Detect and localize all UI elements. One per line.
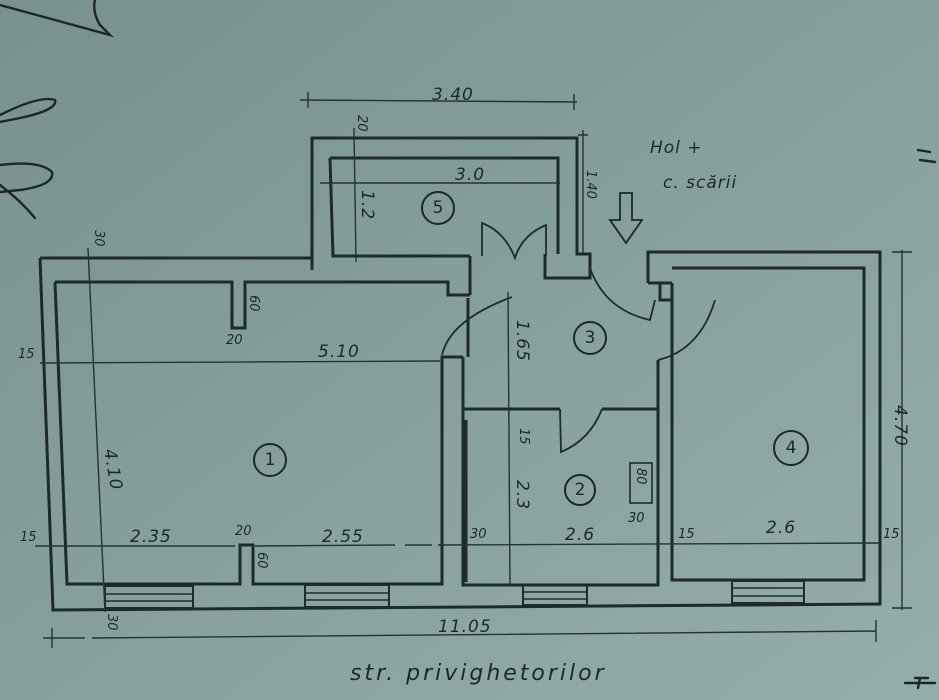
exterior-walls bbox=[38, 136, 882, 612]
room-5-label: 5 bbox=[421, 191, 455, 225]
dim-room5-depth: 1.2 bbox=[357, 190, 377, 220]
doors bbox=[441, 221, 716, 454]
svg-text:1: 1 bbox=[265, 450, 276, 470]
hall-note-line1: Hol + bbox=[650, 138, 703, 158]
dim-left-wall-mid: 15 bbox=[18, 347, 35, 362]
dimension-lines bbox=[35, 92, 912, 648]
door-room1 bbox=[441, 296, 513, 356]
room-4-label: 4 bbox=[773, 430, 809, 466]
dim-seg-right: 2.55 bbox=[322, 527, 364, 547]
dim-left-wall-top: 30 bbox=[91, 230, 106, 247]
room-2-label: 2 bbox=[564, 474, 596, 506]
dim-wall-15-right: 15 bbox=[883, 527, 900, 542]
dim-room5-side: 1.40 bbox=[583, 170, 598, 199]
dim-room5-wall: 20 bbox=[354, 115, 369, 132]
dim-room2-width: 2.6 bbox=[565, 525, 595, 545]
window-room2 bbox=[522, 584, 588, 606]
dim-bottom-wall: 30 bbox=[104, 614, 119, 631]
fixture-room2 bbox=[629, 462, 653, 504]
dim-wall-15-mid: 15 bbox=[678, 527, 695, 542]
dim-room2-fixture-w: 30 bbox=[628, 511, 645, 526]
dim-hall-length: 1.65 bbox=[512, 320, 532, 362]
svg-text:4: 4 bbox=[786, 438, 797, 458]
svg-text:2: 2 bbox=[575, 480, 586, 500]
dim-room4-depth: 4.70 bbox=[890, 405, 910, 447]
dim-room1-width: 5.10 bbox=[318, 342, 360, 362]
hall-note-line2: c. scării bbox=[663, 173, 737, 193]
svg-text:3: 3 bbox=[585, 328, 596, 348]
door-room4 bbox=[657, 299, 716, 361]
dim-seg-partition: 20 bbox=[235, 524, 252, 539]
window-room4 bbox=[731, 580, 805, 604]
door-room5 bbox=[481, 221, 547, 261]
street-label: str. privighetorilor bbox=[350, 661, 607, 686]
dim-seg-left: 2.35 bbox=[130, 527, 172, 547]
dim-room4-width: 2.6 bbox=[766, 518, 796, 538]
room-3-label: 3 bbox=[573, 321, 607, 355]
svg-text:5: 5 bbox=[433, 198, 444, 218]
dim-seg-partition-len: 60 bbox=[254, 552, 269, 569]
dim-overall-width: 11.05 bbox=[438, 617, 492, 637]
dim-partition-len: 60 bbox=[246, 295, 261, 312]
dim-room2-fixture: 80 bbox=[633, 468, 648, 485]
door-room2 bbox=[559, 408, 603, 454]
door-entrance bbox=[589, 267, 656, 322]
dimension-labels: 3.40 3.0 1.2 1.40 20 30 60 20 15 5.10 4.… bbox=[18, 85, 910, 637]
window-room1-right bbox=[304, 584, 390, 608]
dim-left-wall-bottom: 15 bbox=[20, 530, 37, 545]
dim-wall-30-mid: 30 bbox=[470, 527, 487, 542]
dim-room5-width: 3.0 bbox=[455, 165, 485, 185]
dim-partition-thick: 20 bbox=[226, 333, 243, 348]
dim-room2-depth: 2.3 bbox=[512, 480, 532, 510]
room-labels: 1 2 3 4 5 bbox=[253, 191, 809, 506]
arrow-down-icon bbox=[608, 192, 644, 245]
room-1-label: 1 bbox=[253, 443, 287, 477]
dim-hall-wall: 15 bbox=[516, 428, 531, 445]
dim-top-width: 3.40 bbox=[432, 85, 474, 105]
